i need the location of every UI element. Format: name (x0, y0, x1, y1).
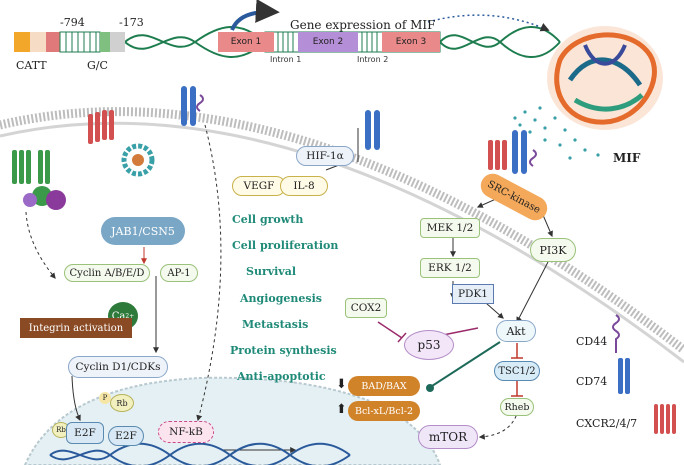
vegf-node: VEGF (232, 176, 286, 196)
intron-1-label: Intron 1 (270, 55, 302, 64)
cxcr-legend-label: CXCR2/4/7 (576, 417, 638, 430)
bad-bax-node: BAD/BAX (348, 376, 420, 396)
gc-label: G/C (87, 59, 108, 72)
gene-body (218, 31, 441, 53)
increase-arrow: ⬆ (336, 402, 347, 417)
promoter-region (14, 31, 125, 53)
outcome-5: Protein synthesis (230, 344, 337, 357)
outcome-4: Metastasis (242, 318, 309, 331)
decrease-arrow: ⬇ (336, 377, 347, 392)
position-173-label: -173 (119, 16, 144, 29)
mif-label: MIF (613, 151, 641, 165)
jab1-node: JAB1/CSN5 (101, 217, 185, 245)
rb-phospho-node: Rb (110, 394, 134, 412)
cyclin-d1-node: Cyclin D1/CDKs (68, 356, 168, 378)
akt-node: Akt (496, 320, 536, 342)
erk-node: ERK 1/2 (420, 258, 480, 278)
cyclin-abed-node: Cyclin A/B/E/D (64, 264, 150, 282)
receptor-cd74-mid (365, 110, 380, 150)
position-794-label: -794 (60, 16, 85, 29)
e2f-free-node: E2F (108, 426, 144, 446)
integrin-activation-node: Integrin activation (20, 318, 132, 338)
exon-3-label: Exon 3 (395, 37, 427, 47)
gene-expression-label: Gene expression of MIF (290, 18, 436, 32)
bcl-node: Bcl-xL/Bcl-2 (348, 401, 420, 421)
mtor-node: mTOR (418, 425, 478, 449)
akt-to-bad-line (431, 341, 501, 387)
outcome-6: Anti-apoptotic (237, 370, 326, 383)
outcome-1: Cell proliferation (232, 239, 339, 252)
mek-node: MEK 1/2 (420, 218, 480, 238)
hif-node: HIF-1α (296, 146, 354, 166)
mif-cytoplasm-icon (121, 143, 155, 177)
receptor-cd74-top (181, 86, 204, 126)
outcome-3: Angiogenesis (240, 292, 322, 305)
rb-node: Rb (52, 422, 70, 438)
exon-1-label: Exon 1 (230, 37, 262, 47)
dna-nucleus (49, 442, 351, 465)
nfkb-node: NF-kB (158, 421, 214, 443)
mif-particles (513, 106, 600, 160)
dna-helix-top (124, 26, 561, 58)
e2f-bound-node: E2F (66, 422, 104, 444)
mif-protein-arrow (427, 14, 550, 32)
tsc-node: TSC1/2 (494, 361, 540, 381)
cd74-icon (618, 358, 630, 394)
integrin-receptor (12, 150, 66, 210)
cd44-legend-label: CD44 (576, 335, 608, 348)
intron-2-label: Intron 2 (357, 55, 389, 64)
receptor-cxcr-left (88, 110, 114, 144)
rheb-node: Rheb (500, 398, 534, 416)
ap1-node: AP-1 (160, 264, 198, 282)
cd74-legend-label: CD74 (576, 375, 608, 388)
pdk1-node: PDK1 (452, 284, 494, 304)
il8-node: IL-8 (280, 176, 328, 196)
catt-label: CATT (16, 59, 47, 72)
cd44-icon (612, 314, 620, 353)
outcome-2: Survival (246, 265, 297, 278)
receptor-cluster-right (488, 130, 537, 174)
p53-node: p53 (404, 330, 454, 360)
outcome-0: Cell growth (232, 213, 304, 226)
exon-2-label: Exon 2 (312, 37, 344, 47)
expression-arrow (230, 0, 280, 31)
akt-to-bad-dot (426, 384, 434, 392)
pi3k-node: PI3K (530, 238, 576, 262)
mif-protein-icon (547, 26, 663, 130)
cox2-node: COX2 (345, 298, 387, 318)
phosphate-node: P (99, 392, 111, 404)
cxcr-icon (654, 404, 676, 434)
pathway-arrows (25, 124, 553, 453)
